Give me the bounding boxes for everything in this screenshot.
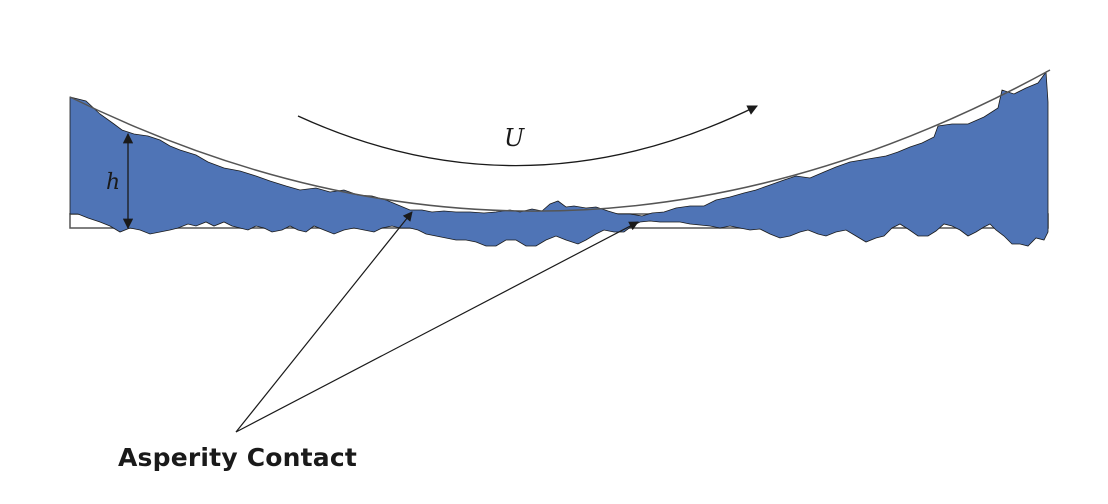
velocity-label: U bbox=[504, 124, 525, 152]
upper-body-boundary bbox=[69, 69, 1051, 212]
fluid-region bbox=[69, 70, 1049, 247]
contact-pointer-right bbox=[235, 221, 639, 433]
asperity-contact-caption: Asperity Contact bbox=[118, 443, 358, 472]
thickness-label: h bbox=[106, 170, 120, 195]
contact-pointer-left bbox=[235, 211, 413, 433]
velocity-arrow bbox=[297, 105, 758, 167]
